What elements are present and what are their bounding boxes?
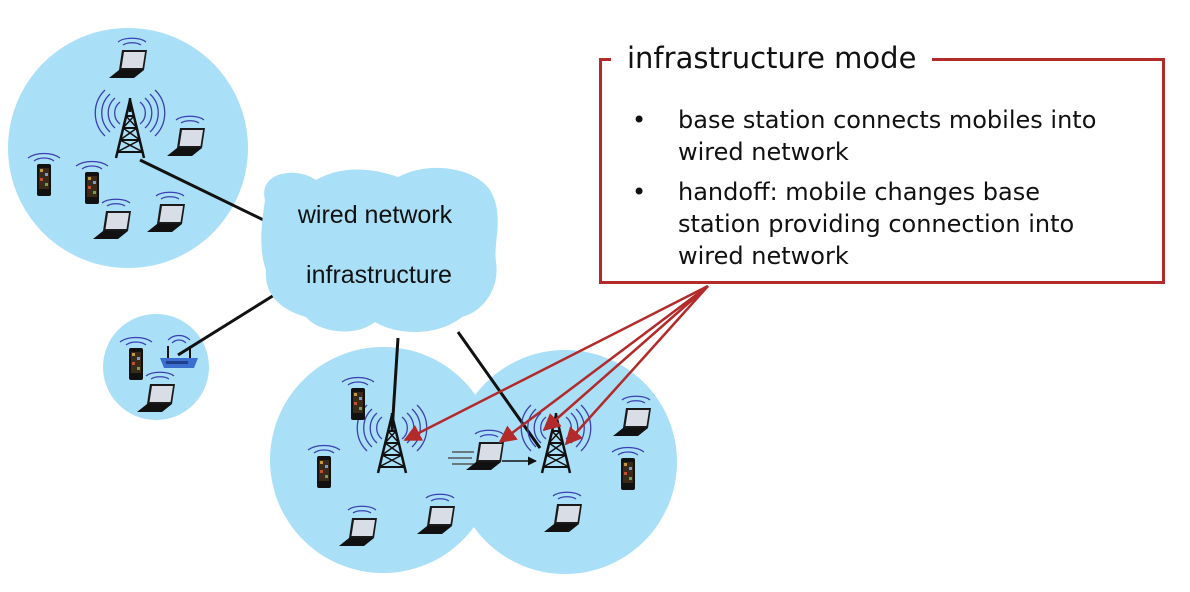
- bullet-text: handoff: mobile changes base station pro…: [678, 178, 1075, 270]
- bullet-symbol: •: [632, 178, 647, 206]
- wire-link-router: [177, 285, 288, 357]
- list-item: • base station connects mobiles into wir…: [630, 104, 1130, 168]
- wired-network-cloud: [261, 167, 498, 333]
- callout-arrow: [564, 285, 709, 446]
- list-item: • handoff: mobile changes base station p…: [630, 176, 1130, 272]
- cloud-label-line2: infrastructure: [306, 261, 452, 289]
- motion-lines-icon: [448, 451, 474, 465]
- callout-arrow: [403, 284, 709, 442]
- wire-link-top-tower: [139, 158, 281, 230]
- wire-link-right-tower: [456, 331, 542, 449]
- callout-arrow: [498, 285, 709, 444]
- bullet-text: base station connects mobiles into wired…: [678, 106, 1097, 166]
- cell-top-left: [8, 28, 248, 268]
- callout-arrow: [542, 285, 709, 432]
- callout-title: infrastructure mode: [611, 38, 933, 78]
- cloud-label-line1: wired network: [297, 201, 453, 229]
- bullet-symbol: •: [632, 106, 647, 134]
- wireless-router-icon: [160, 334, 198, 368]
- callout-bullet-list: • base station connects mobiles into wir…: [630, 104, 1130, 280]
